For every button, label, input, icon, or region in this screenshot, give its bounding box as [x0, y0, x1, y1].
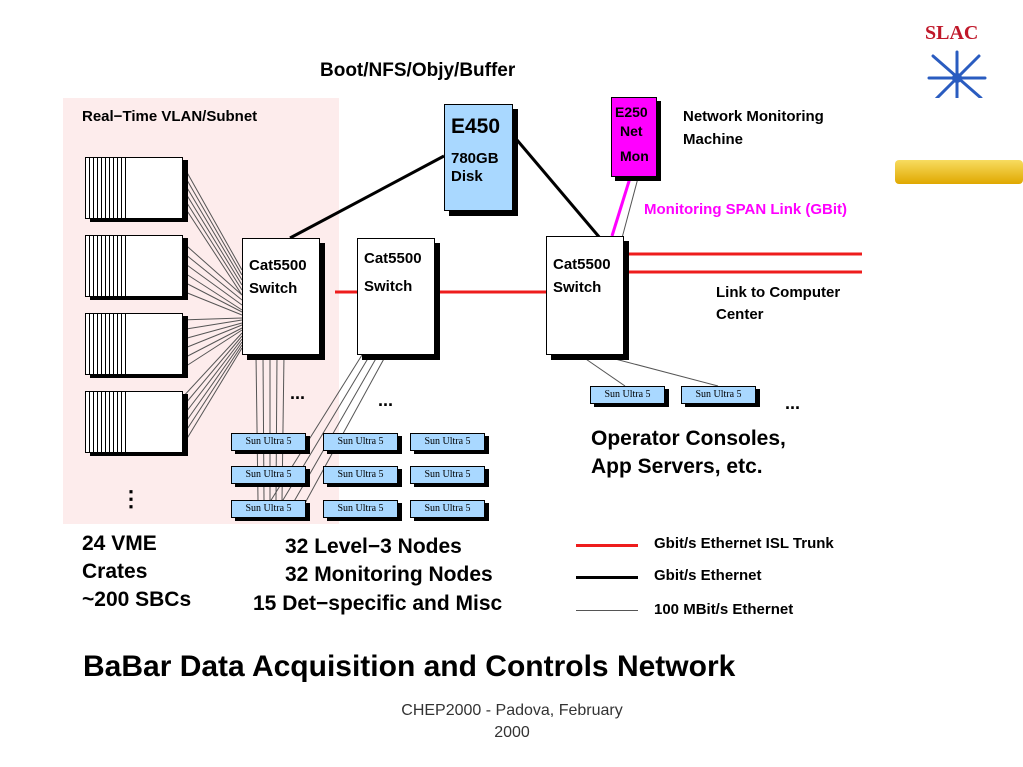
- e250-name: E250: [615, 104, 648, 120]
- sun-ultra-node: Sun Ultra 5: [231, 500, 306, 518]
- legend-swatch-gbit: [576, 576, 638, 579]
- vme-label-line3: ~200 SBCs: [82, 588, 192, 611]
- e450-disk: Disk: [451, 168, 483, 185]
- slac-logo-text: SLAC: [925, 22, 979, 44]
- sun-ultra-node: Sun Ultra 5: [410, 433, 485, 451]
- nodes-label-line3: 15 Det−specific and Misc: [253, 592, 503, 615]
- server-group-label: Boot/NFS/Objy/Buffer: [320, 60, 516, 81]
- sun-ultra-node: Sun Ultra 5: [323, 466, 398, 484]
- vme-crate: [85, 157, 183, 219]
- vme-label-line1: 24 VME: [82, 532, 157, 555]
- sun-ultra-node: Sun Ultra 5: [410, 466, 485, 484]
- e450-name: E450: [451, 115, 501, 138]
- legend-swatch-trunk: [576, 544, 638, 547]
- cat5500-switch-1: Cat5500 Switch: [242, 238, 320, 355]
- footer-line2: 2000: [494, 724, 530, 741]
- sun-ultra-console: Sun Ultra 5: [590, 386, 665, 404]
- sun-ultra-node: Sun Ultra 5: [231, 466, 306, 484]
- switch2-ellipsis: ...: [378, 390, 394, 410]
- sun-ultra-node: Sun Ultra 5: [410, 500, 485, 518]
- consoles-label-line2: App Servers, etc.: [591, 455, 763, 478]
- vme-crate: [85, 313, 183, 375]
- legend: Gbit/s Ethernet ISL Trunk Gbit/s Etherne…: [576, 533, 876, 623]
- consoles-label-line1: Operator Consoles,: [591, 427, 786, 450]
- legend-swatch-100mbit: [576, 610, 638, 611]
- trunk-links: [335, 252, 862, 294]
- sun-ultra-node: Sun Ultra 5: [231, 433, 306, 451]
- switch-type: Switch: [249, 280, 298, 297]
- footer: CHEP2000 - Padova, February 2000: [362, 700, 662, 744]
- span-link: [610, 177, 632, 237]
- vme-label-line2: Crates: [82, 560, 148, 583]
- gold-accent: [895, 160, 1023, 184]
- e450-capacity: 780GB: [451, 150, 499, 167]
- cat5500-switch-2: Cat5500 Switch: [357, 238, 435, 355]
- footer-line1: CHEP2000 - Padova, February: [401, 702, 623, 719]
- net-mon-label-line2: Machine: [683, 131, 744, 148]
- vme-crate: [85, 391, 183, 453]
- legend-label-gbit: Gbit/s Ethernet: [654, 567, 762, 584]
- sun-ultra-console: Sun Ultra 5: [681, 386, 756, 404]
- legend-label-trunk: Gbit/s Ethernet ISL Trunk: [654, 535, 834, 552]
- slac-star-logo-icon: [927, 50, 987, 98]
- e250-netmon: E250 Net Mon: [611, 97, 657, 177]
- e250-net: Net: [620, 123, 643, 139]
- console-ellipsis: ...: [785, 393, 801, 413]
- e250-mon: Mon: [620, 148, 649, 164]
- sun-ultra-node: Sun Ultra 5: [323, 500, 398, 518]
- switch3-console-links: [579, 354, 719, 387]
- slide-title: BaBar Data Acquisition and Controls Netw…: [83, 650, 736, 683]
- switch-model: Cat5500: [553, 256, 611, 273]
- net-mon-label-line1: Network Monitoring: [683, 108, 824, 125]
- e450-server: E450 780GB Disk: [444, 104, 513, 211]
- sun-ultra-node: Sun Ultra 5: [323, 433, 398, 451]
- gbit-links: [289, 139, 602, 240]
- span-link-label: Monitoring SPAN Link (GBit): [644, 201, 848, 218]
- cat5500-switch-3: Cat5500 Switch: [546, 236, 624, 355]
- switch-type: Switch: [553, 279, 602, 296]
- vlan-label: Real−Time VLAN/Subnet: [82, 108, 258, 125]
- link-label-line1: Link to Computer: [716, 284, 841, 301]
- link-label-line2: Center: [716, 306, 764, 323]
- nodes-label-line1: 32 Level−3 Nodes: [285, 535, 462, 558]
- nodes-label-line2: 32 Monitoring Nodes: [285, 563, 493, 586]
- crate-links: [179, 159, 243, 451]
- crate-ellipsis: ⋮: [120, 486, 142, 511]
- switch-type: Switch: [364, 278, 413, 295]
- switch1-ellipsis: ...: [290, 383, 306, 403]
- slac-logo: SLAC: [921, 22, 991, 98]
- legend-label-100mbit: 100 MBit/s Ethernet: [654, 601, 794, 618]
- switch-model: Cat5500: [364, 250, 422, 267]
- switch-model: Cat5500: [249, 257, 307, 274]
- vme-crate: [85, 235, 183, 297]
